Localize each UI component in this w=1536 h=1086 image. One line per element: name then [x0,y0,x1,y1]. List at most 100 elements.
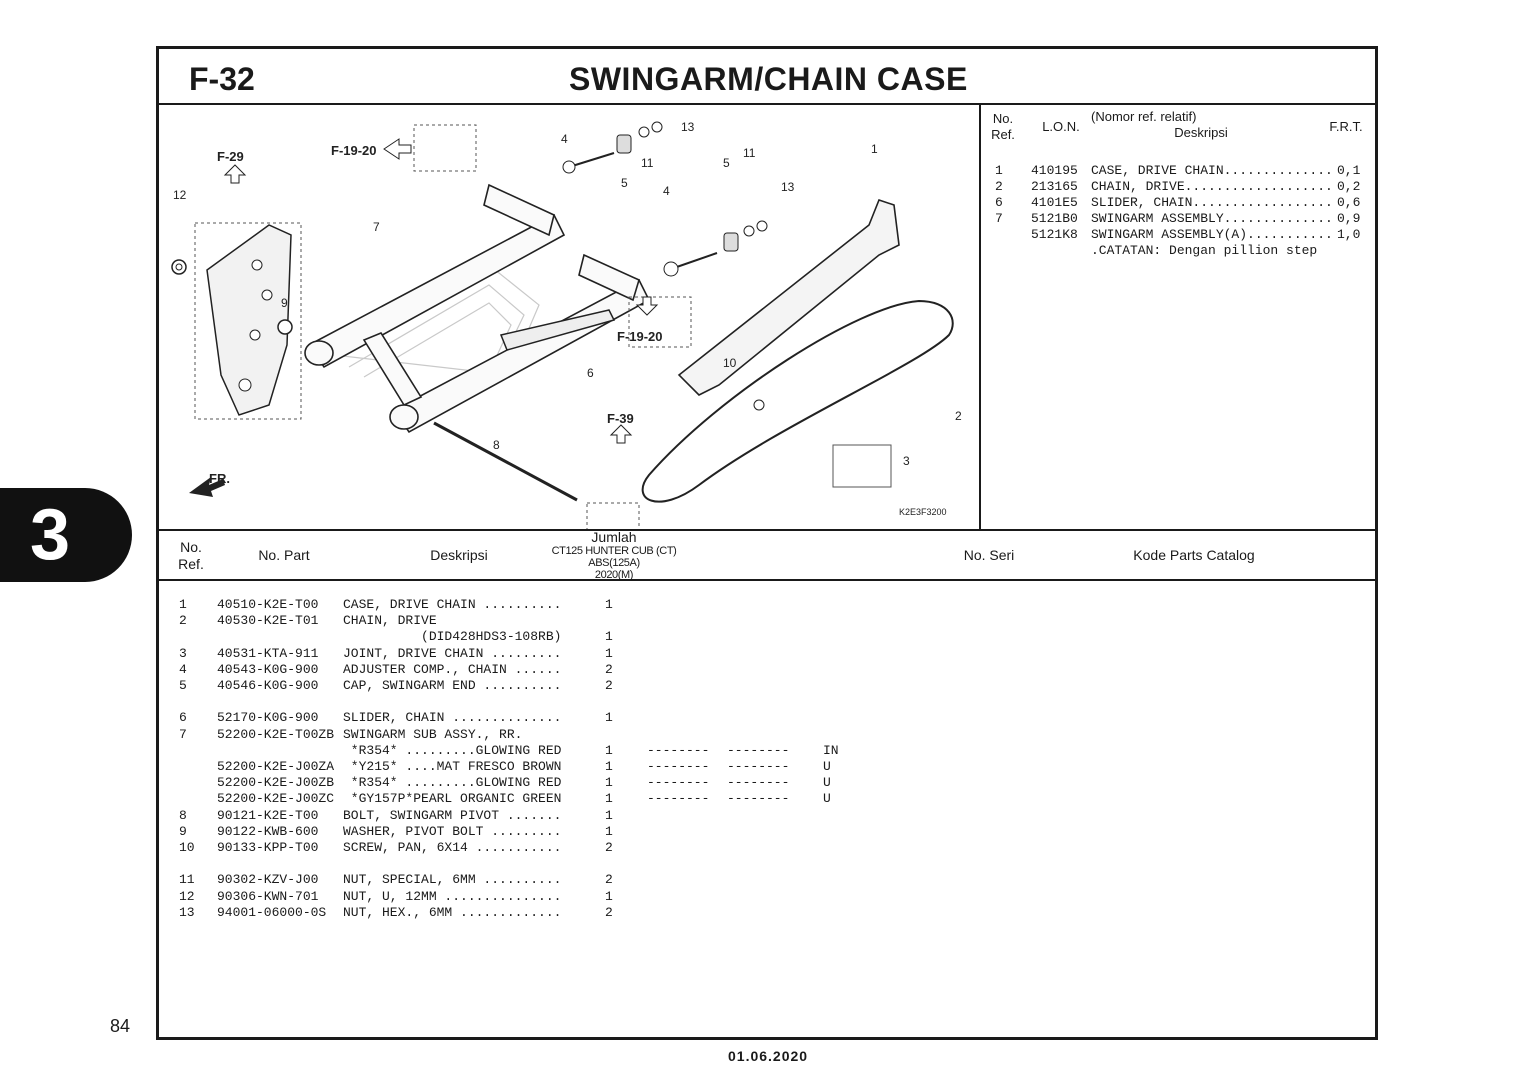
drive-chain [641,299,954,503]
lon-cell-desc: .CATATAN: Dengan pillion step [1091,243,1318,258]
cell-qty: 2 [605,661,613,677]
cell-desc: SLIDER, CHAIN .............. [343,710,562,726]
cell-ref: 7 [179,726,187,742]
cell-desc: JOINT, DRIVE CHAIN ......... [343,645,562,661]
cell-part: 40531-KTA-911 [217,645,319,661]
lon-cell-desc: SLIDER, CHAIN.................. [1091,195,1333,210]
callout-10: 10 [723,356,737,370]
callout-13a: 13 [681,120,695,134]
cell-code: U [823,759,831,774]
cell-qty: 1 [605,791,613,807]
bracket-group-box [194,222,302,420]
lon-cell-lon: 5121K8 [1031,227,1078,242]
cell-desc: NUT, SPECIAL, 6MM .......... [343,872,562,888]
cell-part: 40510-K2E-T00 [217,597,319,612]
front-arrow-icon [189,477,225,497]
cell-ref: 8 [179,807,187,823]
table-row: (DID428HDS3-108RB) 1 [159,629,1375,645]
cell-ref: 6 [179,710,187,726]
callout-11a: 11 [641,156,654,170]
callout-3: 3 [903,454,910,468]
table-row: 7 52200-K2E-T00ZB SWINGARM SUB ASSY., RR. [159,727,1375,743]
table-row: 52200-K2E-J00ZB *R354* .........GLOWING … [159,775,1375,791]
cell-desc: BOLT, SWINGARM PIVOT ....... [343,807,562,823]
lon-cell-frt: 0,2 [1337,179,1361,194]
cell-s1: -------- [647,791,710,807]
cell-part: 90121-K2E-T00 [217,807,319,823]
cell-qty: 1 [605,742,613,758]
cell-part: 52200-K2E-T00ZB [217,726,335,742]
chain-slider [499,309,616,351]
cell-qty: 1 [605,629,613,645]
ref-f19-20-top: F-19-20 [331,143,377,158]
th-qty-title: Jumlah [591,529,637,545]
lon-cell-desc: CHAIN, DRIVE................... [1091,179,1333,194]
page-title: SWINGARM/CHAIN CASE [569,61,968,97]
lon-header-desc: Deskripsi [1174,125,1228,140]
cell-desc: NUT, HEX., 6MM ............. [343,904,562,920]
lon-header-desc-top: (Nomor ref. relatif) [1091,109,1197,124]
table-row [159,856,1375,872]
chain-joint-box [832,444,892,488]
callout-6: 6 [587,366,594,380]
lon-cell-desc: CASE, DRIVE CHAIN.............. [1091,163,1333,178]
cell-s2: -------- [727,759,790,774]
cell-s1: -------- [647,742,710,758]
callout-2: 2 [955,409,962,423]
cell-desc: *Y215* ....MAT FRESCO BROWN [343,759,562,774]
lon-row: .CATATAN: Dengan pillion step [981,243,1375,259]
washer-9-icon [277,319,293,335]
cell-desc: (DID428HDS3-108RB) [343,629,562,645]
cap-5-lower [723,232,739,252]
th-serial: No. Seri [963,547,1015,563]
cell-part: 90306-KWN-701 [217,888,319,904]
ref-box-mid [628,296,692,348]
cell-part: 94001-06000-0S [217,904,327,920]
cell-desc: SCREW, PAN, 6X14 ........... [343,840,562,855]
table-row [159,694,1375,710]
lon-cell-desc: SWINGARM ASSEMBLY(A)........... [1091,227,1333,242]
lon-cell-lon: 5121B0 [1031,211,1078,226]
cell-desc: SWINGARM SUB ASSY., RR. [343,726,523,742]
callout-11b: 11 [743,146,756,160]
lon-cell-lon: 410195 [1031,163,1078,178]
front-direction-label: FR. [209,471,230,486]
lon-cell-desc: SWINGARM ASSEMBLY.............. [1091,211,1333,226]
cell-qty: 1 [605,597,613,612]
lon-header-ref-text: No. Ref. [991,111,1015,142]
callout-8: 8 [493,438,500,452]
page-number: 84 [110,1016,131,1036]
cell-qty: 1 [605,775,613,791]
cell-part: 52170-K0G-900 [217,710,319,726]
cell-qty: 2 [605,678,613,693]
cell-part: 52200-K2E-J00ZB [217,775,335,791]
table-row: 52200-K2E-J00ZC *GY157P*PEARL ORGANIC GR… [159,791,1375,807]
chain-case [677,199,900,396]
cell-ref: 1 [179,597,187,612]
lon-cell-frt: 0,1 [1337,163,1361,178]
ref-box-bottom [586,502,640,529]
figure-code: F-32 [189,61,255,97]
cell-part: 52200-K2E-J00ZC [217,791,335,807]
cell-desc: *R354* .........GLOWING RED [343,775,562,791]
cell-qty: 1 [605,823,613,839]
ref-f39: F-39 [607,411,634,426]
cell-s1: -------- [647,775,710,791]
adjuster-bolt-top [568,152,615,168]
diagram-illustration: F-29 F-19-20 F-19-20 F-39 1 2 3 4 4 5 5 … [171,120,962,529]
th-part: No. Part [258,547,310,563]
cell-qty: 1 [605,807,613,823]
lon-header-ref: No. Ref. [981,111,1025,143]
cell-ref: 11 [179,872,195,888]
arrow-f19-20-down [635,296,659,316]
cap-5-top [616,134,632,154]
